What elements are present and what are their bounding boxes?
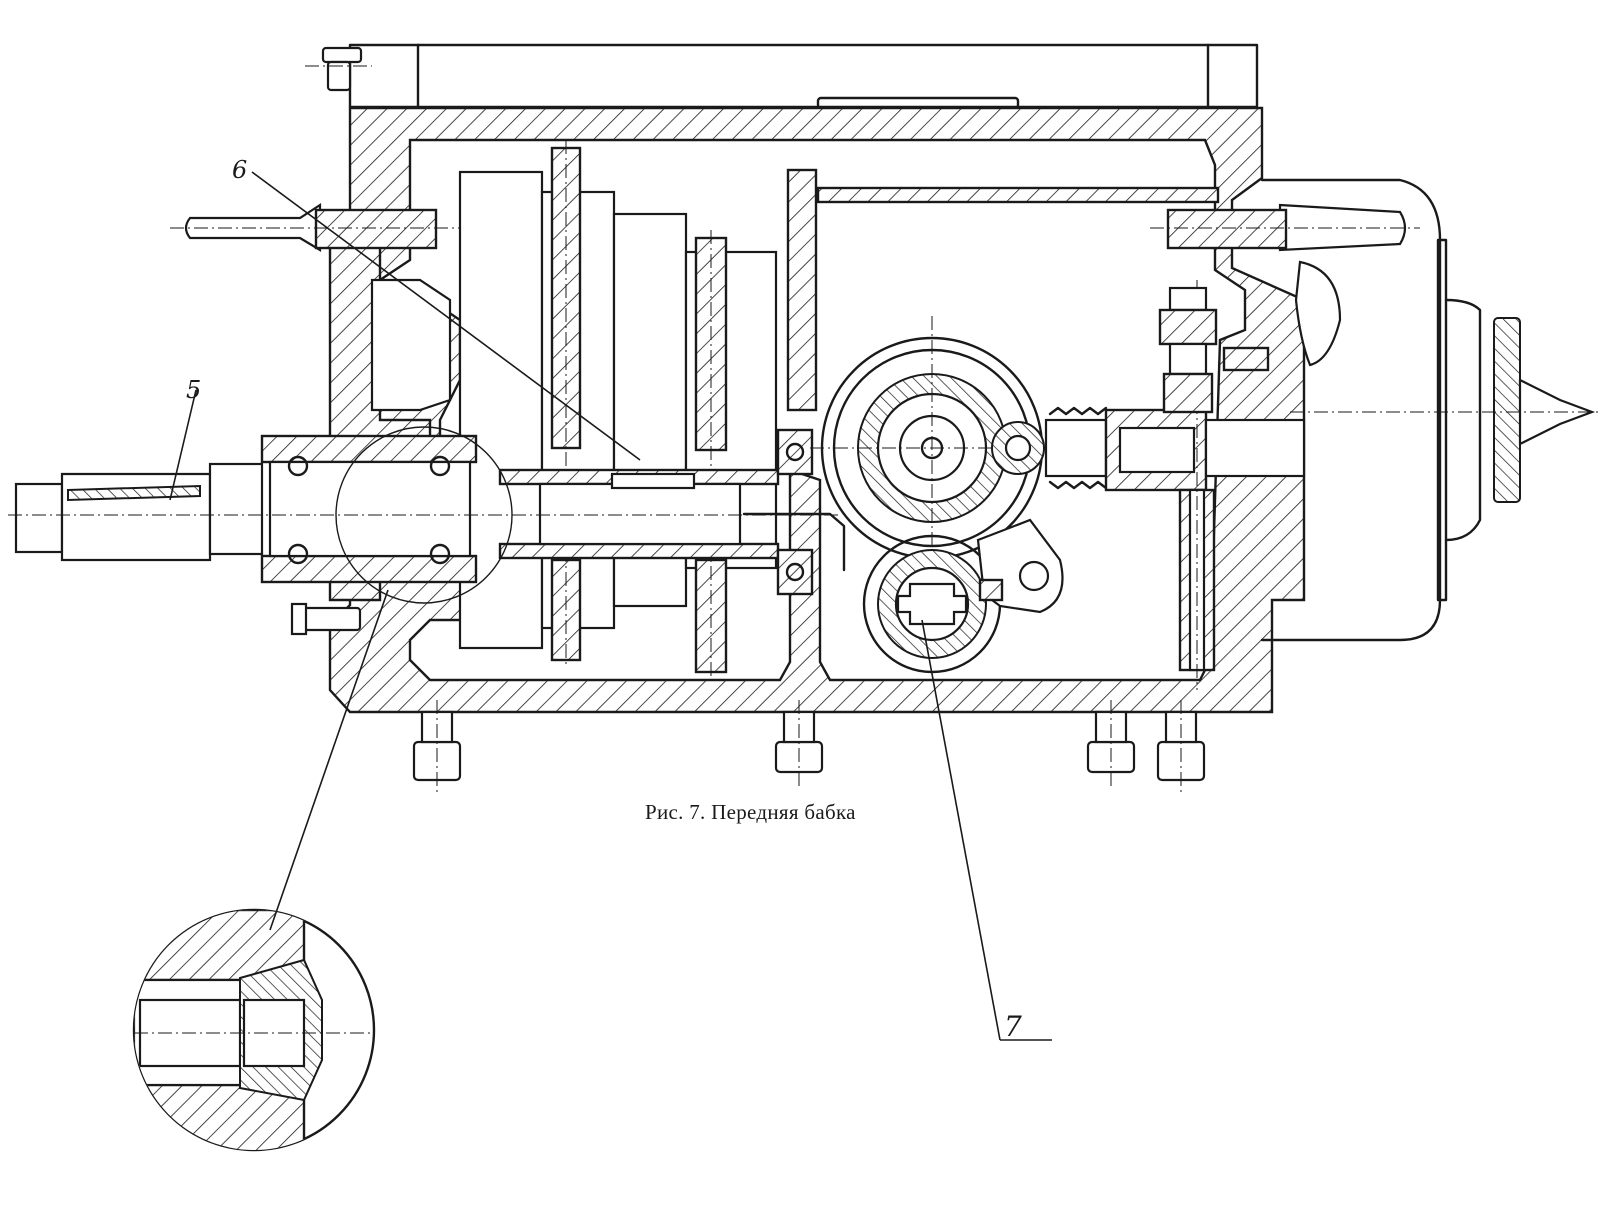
callout-5: 5 [186,376,201,404]
top-cover [305,43,1259,110]
cam-lever [976,518,1064,614]
figure-caption: Рис. 7. Передняя бабка [645,800,856,824]
leader-5 [169,389,197,501]
worm-gear [810,316,1060,600]
spline-shaft [862,534,1002,674]
callout-7: 7 [1004,1010,1022,1043]
gear-block [458,140,778,680]
foot-bolts [412,700,1206,792]
callout-6: 6 [232,156,247,184]
spindle [8,426,846,636]
right-extension [1260,178,1600,642]
valve-assembly [1044,280,1306,690]
handle-left [170,202,460,252]
leader-6 [251,171,641,461]
leader-7 [921,619,1001,1041]
leader-detail [269,589,389,931]
ball-bearing-right [991,421,1045,475]
handle-right [1150,203,1420,252]
leaders [169,171,1052,1041]
detail-view [132,908,376,1152]
